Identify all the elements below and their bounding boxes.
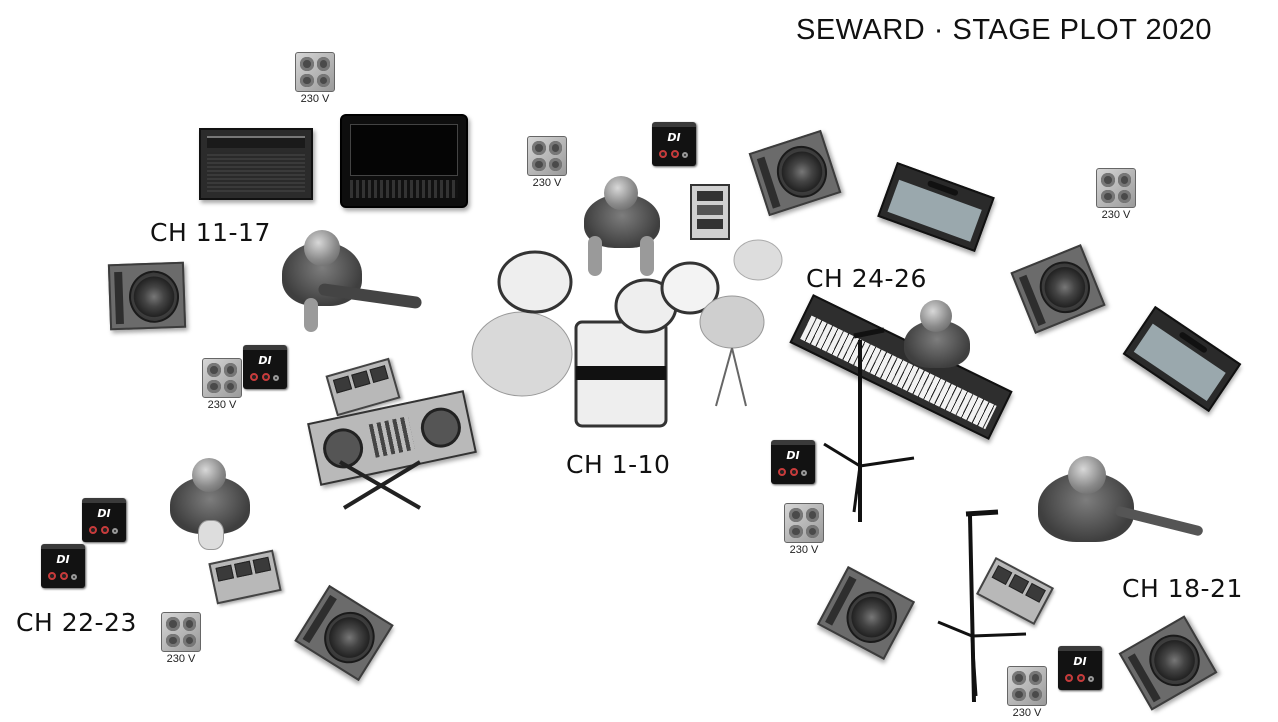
- musician-icon: [166, 456, 256, 552]
- monitor-wedge-icon: [294, 584, 394, 682]
- di-label: DI: [667, 131, 681, 144]
- mic-stand-icon: [937, 509, 1027, 703]
- monitor-wedge-icon: [107, 261, 187, 331]
- voltage-label: 230 V: [532, 177, 562, 189]
- di-label: DI: [258, 354, 272, 367]
- monitor-wedge-icon: [1010, 244, 1106, 334]
- power-outlet-icon: 230 V: [783, 503, 825, 557]
- voltage-label: 230 V: [207, 399, 237, 411]
- di-box-icon: DI: [41, 544, 85, 588]
- mic-stand-icon: [823, 327, 915, 522]
- di-box-icon: DI: [771, 440, 815, 484]
- di-box-icon: DI: [82, 498, 126, 542]
- drum-kit-icon: [471, 239, 783, 428]
- channel-label-dj-left: CH 22-23: [16, 608, 137, 637]
- page-title: SEWARD · STAGE PLOT 2020: [796, 14, 1212, 46]
- di-label: DI: [1073, 655, 1087, 668]
- power-outlet-icon: 230 V: [1006, 666, 1048, 720]
- drum-module-icon: [690, 184, 730, 240]
- guitar-amp-icon: [340, 114, 468, 208]
- di-label: DI: [97, 507, 111, 520]
- monitor-wedge-icon: [1118, 615, 1218, 711]
- dj-stand-icon: [339, 460, 422, 510]
- di-label: DI: [786, 449, 800, 462]
- di-box-icon: DI: [652, 122, 696, 166]
- monitor-wedge-icon: [748, 129, 842, 217]
- di-box-icon: DI: [1058, 646, 1102, 690]
- power-outlet-icon: 230 V: [160, 612, 202, 666]
- cymbal-ride: [699, 295, 765, 349]
- guitar-amp-icon: [1122, 305, 1242, 413]
- power-outlet-icon: 230 V: [294, 52, 336, 106]
- monitor-wedge-icon: [816, 566, 916, 660]
- cymbal-crash: [471, 311, 573, 397]
- voltage-label: 230 V: [300, 93, 330, 105]
- voltage-label: 230 V: [789, 544, 819, 556]
- channel-label-guitar-left: CH 11-17: [150, 218, 271, 247]
- musician-icon: [278, 228, 428, 334]
- hi-hat: [733, 239, 783, 281]
- musician-icon: [1034, 454, 1204, 554]
- power-outlet-icon: 230 V: [526, 136, 568, 190]
- di-box-icon: DI: [243, 345, 287, 389]
- pedalboard-icon: [208, 549, 282, 605]
- musician-icon: [900, 298, 976, 370]
- channel-label-bass-right: CH 18-21: [1122, 574, 1243, 603]
- di-label: DI: [56, 553, 70, 566]
- snare: [660, 261, 720, 315]
- channel-label-drums: CH 1-10: [566, 450, 671, 479]
- voltage-label: 230 V: [1101, 209, 1131, 221]
- guitar-amp-icon: [877, 161, 995, 253]
- floor-tom: [497, 250, 573, 314]
- guitar-amp-icon: [199, 128, 313, 200]
- musician-icon: [582, 176, 662, 276]
- power-outlet-icon: 230 V: [1095, 168, 1137, 222]
- voltage-label: 230 V: [166, 653, 196, 665]
- voltage-label: 230 V: [1012, 707, 1042, 719]
- channel-label-keys: CH 24-26: [806, 264, 927, 293]
- power-outlet-icon: 230 V: [201, 358, 243, 412]
